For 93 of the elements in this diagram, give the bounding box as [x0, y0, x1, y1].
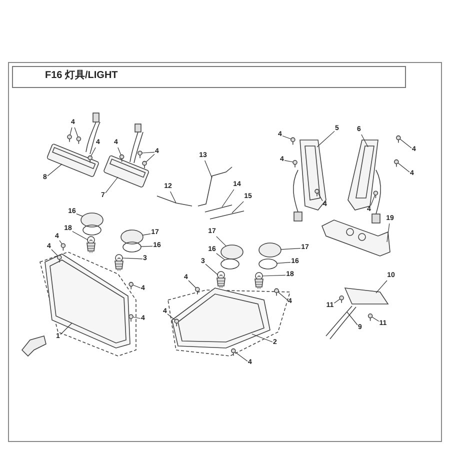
screw-icon: [292, 160, 298, 168]
screw-icon: [67, 134, 72, 142]
leader-line: [204, 160, 212, 178]
leader-line: [59, 240, 62, 244]
screw-icon: [76, 136, 82, 144]
leader-line: [278, 292, 288, 300]
screw-icon: [174, 318, 179, 327]
screw-icon: [394, 159, 399, 168]
screw-icon: [128, 282, 134, 290]
leader-line: [76, 214, 83, 217]
screw-icon: [339, 296, 344, 304]
license-plate-bracket-drawing: [322, 220, 390, 256]
bezel-ring-drawing: [80, 212, 104, 228]
tail-light-drawing: [103, 124, 150, 188]
screw-icon: [88, 155, 92, 164]
wire-drawing: [210, 210, 244, 220]
screw-icon: [119, 154, 124, 162]
diagram-title: F16 灯具/LIGHT: [45, 70, 118, 82]
leader-line: [370, 194, 376, 206]
wire-drawing: [156, 196, 192, 206]
bezel-ring-drawing: [120, 230, 144, 244]
leader-line: [132, 316, 141, 319]
leader-line: [346, 312, 358, 326]
leader-line: [234, 352, 248, 362]
lamp-drawing: [344, 288, 389, 304]
tail-light-drawing: [46, 112, 100, 178]
leader-line: [140, 246, 153, 247]
bulb-drawing: [216, 271, 226, 288]
leader-line: [170, 191, 176, 204]
leader-line: [284, 160, 294, 162]
bulb-drawing: [114, 254, 124, 272]
bracket-drawing: [348, 140, 382, 224]
wire-drawing: [326, 306, 356, 340]
leader-line: [167, 314, 176, 320]
leader-line: [122, 258, 143, 260]
leader-line: [142, 234, 151, 236]
bezel-ring-drawing: [220, 244, 244, 260]
wire-drawing: [204, 204, 232, 212]
leader-line: [276, 262, 291, 264]
bracket-drawing: [292, 140, 326, 222]
leader-line: [51, 249, 58, 256]
bezel-ring-drawing: [258, 242, 282, 258]
leader-line: [280, 248, 301, 250]
screw-icon: [231, 348, 236, 356]
screw-icon: [128, 314, 134, 322]
leader-line: [205, 264, 218, 276]
leader-line: [316, 130, 335, 148]
screw-icon: [57, 255, 62, 263]
leader-line: [70, 127, 72, 136]
headlight-drawing: [168, 287, 291, 356]
leader-line: [222, 189, 234, 208]
o-ring-drawing: [122, 242, 142, 252]
leader-line: [216, 236, 226, 246]
screw-icon: [373, 190, 378, 198]
o-ring-drawing: [220, 258, 240, 270]
leader-line: [60, 322, 72, 335]
leader-line: [252, 334, 273, 342]
leader-line: [146, 154, 155, 162]
leader-line: [118, 147, 122, 156]
screw-icon: [60, 243, 66, 251]
leader-line: [232, 201, 244, 214]
screw-icon: [138, 150, 142, 158]
leader-line: [262, 274, 286, 276]
wire-drawing: [198, 166, 232, 206]
leader-line: [105, 176, 118, 194]
leader-line: [372, 316, 380, 322]
headlight-drawing: [40, 252, 136, 356]
screw-icon: [396, 135, 401, 144]
screw-icon: [195, 287, 200, 295]
leader-line: [142, 152, 155, 154]
leader-line: [318, 192, 323, 202]
leader-line: [132, 284, 141, 288]
screw-icon: [274, 288, 279, 296]
leader-line: [398, 162, 410, 172]
screw-icon: [314, 188, 320, 197]
o-ring-drawing: [258, 258, 278, 270]
bulb-drawing: [254, 272, 264, 290]
bulb-drawing: [86, 236, 96, 254]
leader-line: [386, 223, 390, 242]
leader-line: [90, 147, 96, 156]
leader-line: [376, 280, 388, 294]
leader-line: [74, 127, 78, 138]
leader-line: [72, 231, 88, 240]
screw-icon: [290, 137, 296, 146]
leader-line: [188, 280, 196, 288]
screw-icon: [142, 160, 147, 169]
leader-line: [216, 253, 226, 260]
leader-line: [400, 138, 412, 148]
leader-line: [334, 298, 340, 304]
leader-line: [361, 134, 368, 148]
screw-icon: [368, 314, 373, 322]
leader-line: [282, 136, 292, 140]
leader-line: [47, 164, 62, 176]
